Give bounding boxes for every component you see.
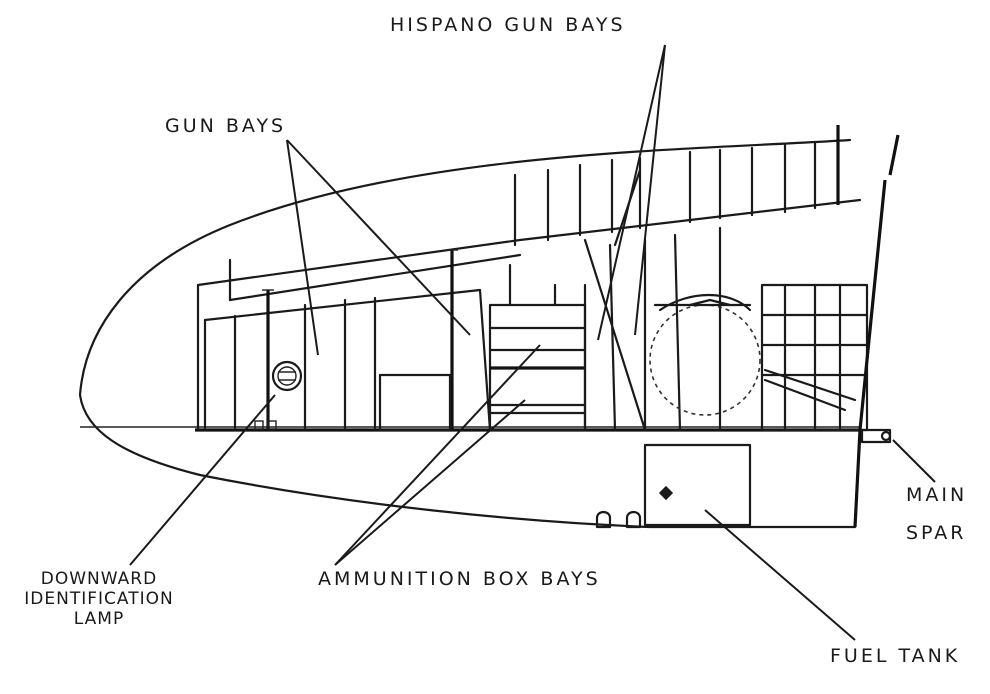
drum-outline — [649, 304, 761, 416]
identification-lamp — [271, 360, 303, 392]
gun-bay-frame — [203, 288, 492, 432]
wing-leading-edge-outline — [78, 138, 857, 529]
lower-fitting-2 — [625, 510, 642, 529]
hispano-gun-bays-label: HISPANO GUN BAYS — [390, 14, 626, 36]
ammo-leader-2 — [334, 399, 526, 566]
lower-fitting-1 — [595, 510, 612, 529]
fuel-tank-marker — [658, 485, 674, 501]
hispano-gun-bay-ribs — [513, 140, 817, 247]
main-spar-label-line1: MAIN — [906, 484, 968, 506]
hispano-leader-2 — [634, 44, 666, 336]
downward-lamp-label-line3: LAMP — [73, 609, 125, 629]
downward-lamp-label-line2: IDENTIFICATION — [24, 589, 174, 609]
fuel-tank — [643, 443, 752, 527]
main-spar — [853, 179, 887, 528]
fuel-tank-leader — [704, 509, 856, 641]
ammunition-box-bays-label: AMMUNITION BOX BAYS — [318, 568, 601, 590]
lamp-leader — [129, 394, 276, 566]
main-spar-label-line2: SPAR — [906, 522, 967, 544]
fuel-tank-label: FUEL TANK — [830, 645, 961, 667]
gun-bays-label: GUN BAYS — [165, 115, 287, 137]
downward-lamp-label-line1: DOWNWARD — [40, 569, 158, 589]
ammo-leader-1 — [334, 344, 541, 566]
gun-bays-leader-1 — [286, 139, 319, 356]
gun-bays-leader-2 — [286, 139, 471, 336]
main-spar-leader — [892, 439, 936, 483]
hispano-leader-1 — [597, 44, 666, 341]
